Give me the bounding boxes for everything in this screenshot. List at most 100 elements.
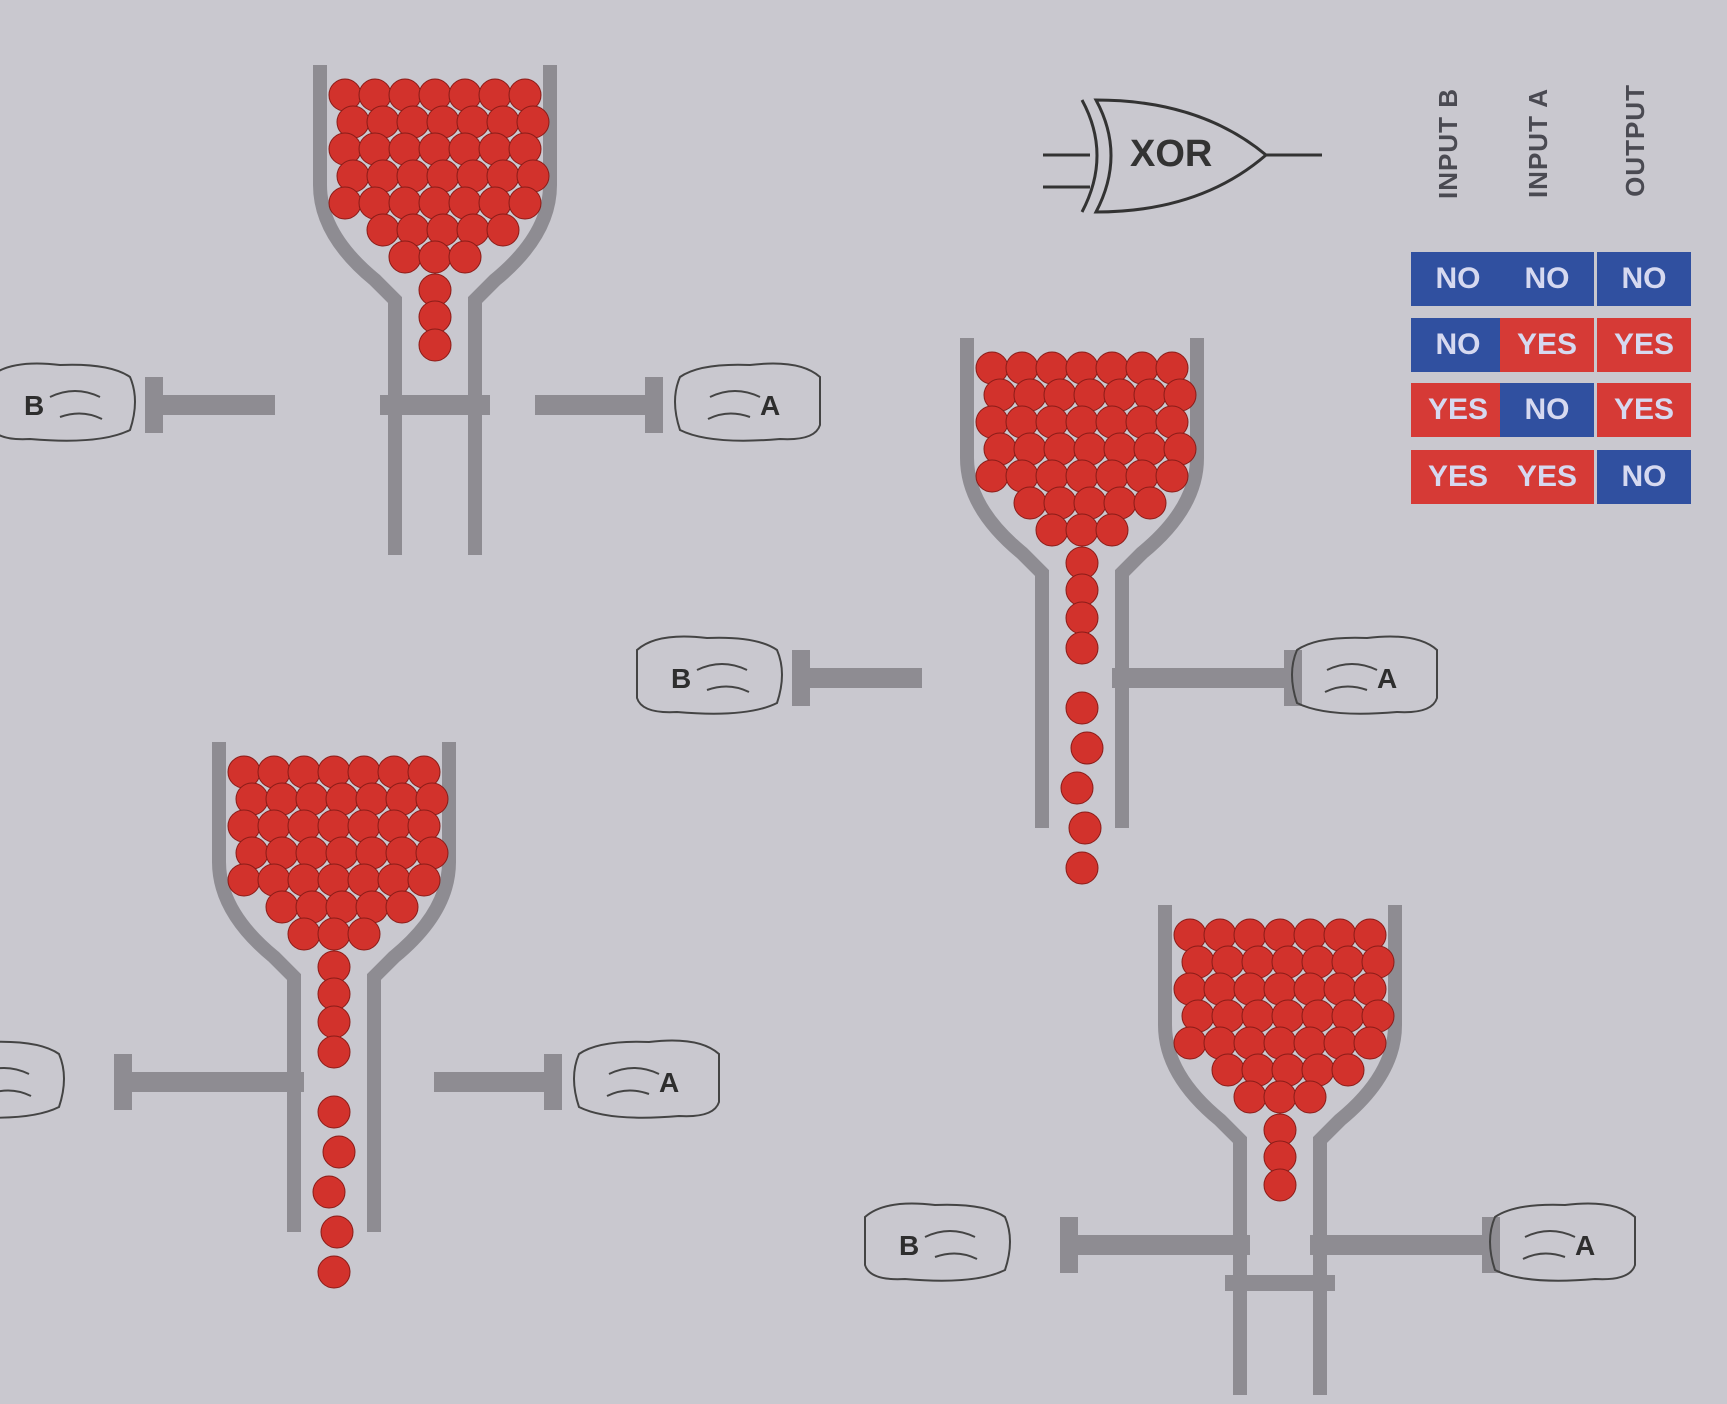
hand: B xyxy=(0,362,136,442)
ball xyxy=(1155,459,1189,493)
ball xyxy=(1233,1080,1267,1114)
ball xyxy=(328,186,362,220)
ball xyxy=(1068,811,1102,845)
truth-cell: YES xyxy=(1500,318,1594,372)
gate-knob-b xyxy=(145,377,163,433)
ball xyxy=(322,1135,356,1169)
hand: B xyxy=(636,635,783,715)
gate-knob-a xyxy=(645,377,663,433)
ball xyxy=(1263,1168,1297,1202)
truth-cell: YES xyxy=(1500,450,1594,504)
funnel-wall-right xyxy=(367,742,456,1232)
ball xyxy=(448,240,482,274)
hand-outline xyxy=(674,362,821,442)
hand-outline xyxy=(1291,635,1438,715)
ball xyxy=(1263,1080,1297,1114)
ball xyxy=(385,890,419,924)
ball xyxy=(317,977,351,1011)
gate-blocker xyxy=(380,395,490,415)
header-input-a: INPUT A xyxy=(1523,88,1553,199)
hand-outline xyxy=(636,635,783,715)
ball xyxy=(1013,486,1047,520)
hand-label: A xyxy=(1575,1230,1595,1261)
ball-gate-panel: BA xyxy=(0,742,720,1289)
truth-cell: NO xyxy=(1597,450,1691,504)
hand-outline xyxy=(0,1040,65,1119)
funnel-wall-right xyxy=(1115,338,1204,828)
truth-cell: NO xyxy=(1411,252,1505,306)
ball xyxy=(1095,513,1129,547)
ball xyxy=(366,213,400,247)
ball xyxy=(1070,731,1104,765)
gate-bar-a xyxy=(434,1072,554,1092)
ball xyxy=(317,917,351,951)
ball xyxy=(317,1255,351,1289)
ball xyxy=(1065,601,1099,635)
gate-bar-a xyxy=(535,395,655,415)
truth-cell: NO xyxy=(1500,383,1594,437)
ball xyxy=(347,917,381,951)
hand-fingers xyxy=(1324,663,1378,693)
hand-fingers xyxy=(696,663,750,693)
ball xyxy=(1060,771,1094,805)
gate-knob-a xyxy=(544,1054,562,1110)
ball xyxy=(1133,486,1167,520)
ball xyxy=(1065,513,1099,547)
funnel-wall-right xyxy=(468,65,557,555)
funnel-wall-right xyxy=(1313,905,1402,1395)
hand-label: A xyxy=(760,390,780,421)
ball xyxy=(407,863,441,897)
header-input-b: INPUT B xyxy=(1433,88,1463,199)
truth-cell: YES xyxy=(1597,383,1691,437)
hand-label: B xyxy=(899,1230,919,1261)
funnel-wall-left xyxy=(313,65,402,555)
funnel-wall-left xyxy=(212,742,301,1232)
ball xyxy=(317,1095,351,1129)
ball xyxy=(418,300,452,334)
truth-cell: NO xyxy=(1500,252,1594,306)
ball xyxy=(1353,1026,1387,1060)
ball xyxy=(1293,1080,1327,1114)
hand-fingers xyxy=(1522,1230,1576,1260)
hand-fingers xyxy=(924,1230,978,1260)
ball xyxy=(1065,851,1099,885)
hand: A xyxy=(1489,1202,1636,1282)
hand-label: A xyxy=(1377,663,1397,694)
ball xyxy=(317,1035,351,1069)
ball xyxy=(975,459,1009,493)
gate-knob-b xyxy=(792,650,810,706)
hand: B xyxy=(0,1040,65,1119)
ball xyxy=(1331,1053,1365,1087)
ball xyxy=(312,1175,346,1209)
hand: B xyxy=(864,1202,1011,1282)
truth-cell: YES xyxy=(1411,383,1505,437)
ball xyxy=(1065,691,1099,725)
ball xyxy=(317,1005,351,1039)
xor-gate-symbol xyxy=(1043,98,1322,214)
truth-cell: NO xyxy=(1597,252,1691,306)
ball xyxy=(418,240,452,274)
ball xyxy=(508,186,542,220)
hand-label: B xyxy=(24,390,44,421)
hand: A xyxy=(573,1039,720,1119)
gate-knob-b xyxy=(1060,1217,1078,1273)
gate-bar-b xyxy=(155,395,275,415)
gate-bar-b xyxy=(1070,1235,1250,1255)
gate-bar-b xyxy=(124,1072,304,1092)
ball xyxy=(1263,1140,1297,1174)
ball xyxy=(287,917,321,951)
ball xyxy=(1035,513,1069,547)
header-output: OUTPUT xyxy=(1620,84,1650,197)
hand-fingers xyxy=(707,390,761,420)
truth-cell: NO xyxy=(1411,318,1505,372)
funnel-wall-left xyxy=(960,338,1049,828)
hand-label: B xyxy=(671,663,691,694)
hand-outline xyxy=(573,1039,720,1119)
ball xyxy=(418,328,452,362)
ball xyxy=(1211,1053,1245,1087)
hand: A xyxy=(674,362,821,442)
